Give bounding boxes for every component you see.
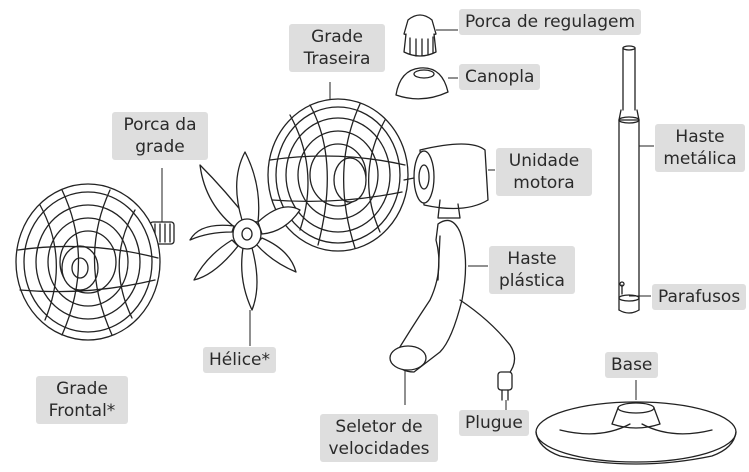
label-seletor-de-velocidades: Seletor de velocidades bbox=[320, 414, 438, 462]
metal-pole-part bbox=[618, 45, 640, 314]
label-unidade-motora-line1: Unidade bbox=[508, 151, 580, 171]
label-seletor-line1: Seletor de bbox=[335, 417, 423, 437]
label-porca-da-grade-line1: Porca da bbox=[123, 115, 197, 135]
plastic-arm-part bbox=[389, 219, 516, 376]
label-grade-frontal-line1: Grade bbox=[56, 379, 108, 399]
plug-part bbox=[497, 371, 513, 401]
leader-lines bbox=[161, 29, 654, 410]
label-grade-traseira-line2: Traseira bbox=[303, 49, 371, 69]
label-grade-frontal-line2: Frontal* bbox=[48, 401, 116, 421]
label-unidade-motora: Unidade motora bbox=[496, 148, 592, 196]
fan-blade-part bbox=[189, 151, 301, 311]
base-part bbox=[535, 401, 737, 465]
label-haste-metalica: Haste metálica bbox=[655, 124, 745, 172]
label-haste-plastica: Haste plástica bbox=[489, 246, 575, 294]
label-haste-metalica-line2: metálica bbox=[663, 149, 737, 169]
front-grille-part bbox=[15, 183, 161, 341]
label-haste-plastica-line1: Haste bbox=[507, 249, 557, 269]
label-grade-frontal: Grade Frontal* bbox=[36, 376, 128, 424]
rear-grille-part bbox=[267, 98, 409, 252]
label-helice: Hélice* bbox=[203, 347, 276, 373]
label-haste-plastica-line2: plástica bbox=[499, 271, 565, 291]
label-unidade-motora-line2: motora bbox=[513, 173, 575, 193]
label-porca-da-grade: Porca da grade bbox=[112, 112, 208, 160]
label-porca-da-grade-line2: grade bbox=[135, 137, 185, 157]
label-grade-traseira-line1: Grade bbox=[311, 27, 363, 47]
label-plugue: Plugue bbox=[459, 410, 529, 436]
label-base: Base bbox=[605, 352, 659, 378]
label-porca-de-regulagem: Porca de regulagem bbox=[459, 9, 642, 35]
label-grade-traseira: Grade Traseira bbox=[289, 24, 385, 72]
motor-unit-part bbox=[403, 143, 489, 219]
adjustment-nut-part bbox=[403, 14, 437, 57]
label-haste-metalica-line1: Haste bbox=[675, 127, 725, 147]
label-parafusos: Parafusos bbox=[652, 284, 747, 310]
canopy-part bbox=[395, 67, 449, 100]
label-seletor-line2: velocidades bbox=[328, 439, 430, 459]
label-canopla: Canopla bbox=[459, 64, 541, 90]
